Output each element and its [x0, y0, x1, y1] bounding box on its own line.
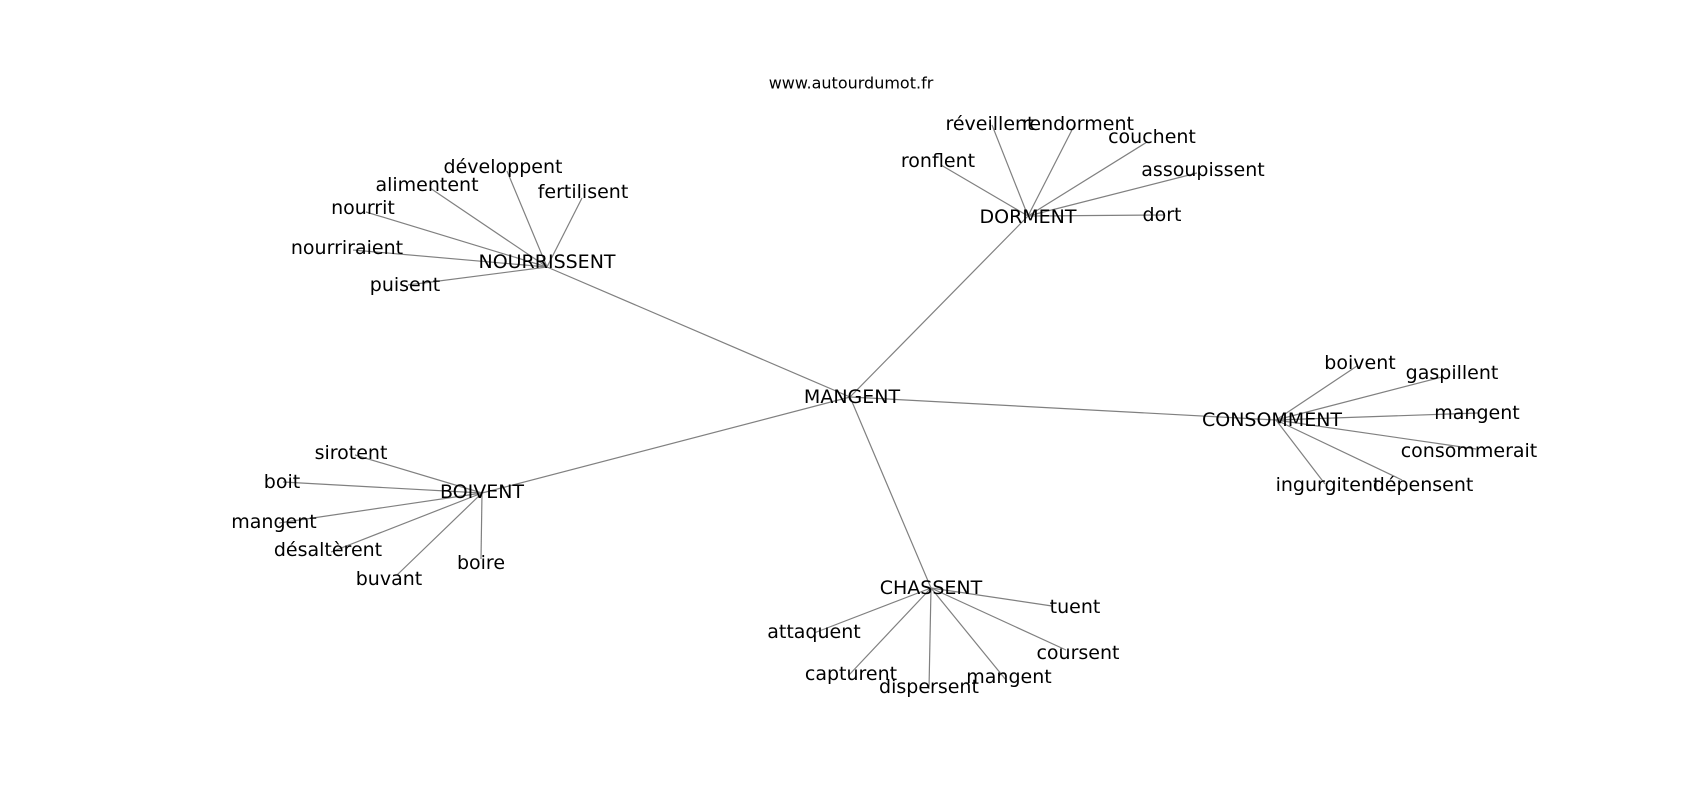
leaf-node-chassent-capturent: capturent: [805, 663, 897, 685]
leaf-node-consomment-consommerait: consommerait: [1401, 440, 1538, 462]
leaf-node-boivent-sirotent: sirotent: [315, 442, 388, 464]
watermark-text: www.autourdumot.fr: [769, 74, 934, 93]
edge-chassent-tuent: [930, 587, 1053, 607]
leaf-node-dorment-couchent: couchent: [1108, 126, 1196, 148]
leaf-node-boivent-boire: boire: [457, 552, 505, 574]
edge-nourrissent-developpent: [506, 170, 548, 268]
edge-center-consomment: [849, 396, 1277, 421]
edge-dorment-reveillent: [991, 124, 1029, 217]
leaf-node-consomment-mangent: mangent: [1434, 402, 1519, 424]
edge-chassent-attaquent: [813, 587, 932, 634]
edge-consomment-depensent: [1275, 419, 1403, 481]
edge-boivent-mangent: [278, 492, 483, 524]
edge-chassent-mangent: [930, 587, 1007, 681]
leaf-node-boivent-mangent: mangent: [231, 511, 316, 533]
leaf-node-nourrissent-puisent: puisent: [370, 274, 440, 296]
edge-consomment-ingurgitent: [1275, 419, 1326, 485]
leaf-node-consomment-ingurgitent: ingurgitent: [1276, 474, 1381, 496]
leaf-node-boivent-boit: boit: [264, 471, 300, 493]
hub-node-boivent: BOIVENT: [440, 481, 524, 503]
leaf-node-chassent-coursent: coursent: [1036, 642, 1119, 664]
edge-center-chassent: [849, 396, 932, 589]
edge-boivent-sirotent: [354, 454, 483, 494]
edge-consomment-consommerait: [1275, 419, 1477, 450]
leaf-node-dorment-rendorment: rendorment: [1022, 113, 1134, 135]
edge-nourrissent-alimentent: [429, 187, 548, 268]
edge-boivent-boit: [282, 481, 483, 494]
edge-center-nourrissent: [546, 266, 851, 398]
edge-boivent-boire: [480, 492, 483, 560]
leaf-node-consomment-depensent: dépensent: [1373, 474, 1474, 496]
leaf-node-nourrissent-nourriraient: nourriraient: [291, 237, 403, 259]
edge-boivent-buvant: [396, 492, 483, 576]
edge-chassent-coursent: [930, 587, 1067, 651]
edge-boivent-desalterent: [330, 492, 483, 553]
edge-chassent-dispersent: [928, 587, 932, 690]
edge-nourrissent-puisent: [407, 266, 548, 286]
hub-node-chassent: CHASSENT: [880, 577, 983, 599]
edge-center-boivent: [481, 396, 851, 494]
leaf-node-consomment-gaspillent: gaspillent: [1406, 362, 1499, 384]
leaf-node-boivent-buvant: buvant: [356, 568, 422, 590]
edge-consomment-boivent: [1275, 365, 1358, 421]
edge-center-dorment: [849, 215, 1029, 398]
center-node-label: MANGENT: [804, 386, 901, 408]
leaf-node-dorment-reveillent: réveillent: [945, 113, 1034, 135]
edge-nourrissent-nourriraient: [352, 249, 548, 268]
leaf-node-chassent-attaquent: attaquent: [767, 621, 860, 643]
leaf-node-dorment-ronflent: ronflent: [901, 150, 975, 172]
edge-dorment-ronflent: [940, 164, 1029, 217]
edge-nourrissent-nourrit: [365, 211, 548, 268]
graph-edges: [278, 123, 1479, 690]
edge-consomment-mangent: [1275, 412, 1479, 421]
leaf-node-nourrissent-fertilisent: fertilisent: [538, 181, 629, 203]
leaf-node-chassent-tuent: tuent: [1050, 596, 1101, 618]
edge-dorment-couchent: [1027, 141, 1148, 217]
hub-node-nourrissent: NOURRISSENT: [478, 251, 615, 273]
leaf-node-nourrissent-developpent: développent: [444, 156, 563, 178]
leaf-node-consomment-boivent: boivent: [1324, 352, 1395, 374]
edge-consomment-gaspillent: [1275, 376, 1443, 421]
hub-node-dorment: DORMENT: [979, 206, 1076, 228]
edge-dorment-dort: [1027, 214, 1165, 217]
leaf-node-nourrissent-alimentent: alimentent: [375, 174, 478, 196]
edge-nourrissent-fertilisent: [546, 197, 583, 268]
leaf-node-chassent-mangent: mangent: [966, 666, 1051, 688]
leaf-node-nourrissent-nourrit: nourrit: [331, 197, 395, 219]
leaf-node-chassent-dispersent: dispersent: [879, 676, 979, 698]
edge-dorment-assoupissent: [1027, 172, 1198, 217]
edge-chassent-capturent: [848, 587, 932, 676]
leaf-node-dorment-dort: dort: [1143, 204, 1182, 226]
hub-node-consomment: CONSOMMENT: [1202, 409, 1342, 431]
leaf-node-dorment-assoupissent: assoupissent: [1141, 159, 1264, 181]
leaf-node-boivent-desalterent: désaltèrent: [274, 539, 382, 561]
edge-dorment-rendorment: [1027, 123, 1076, 217]
